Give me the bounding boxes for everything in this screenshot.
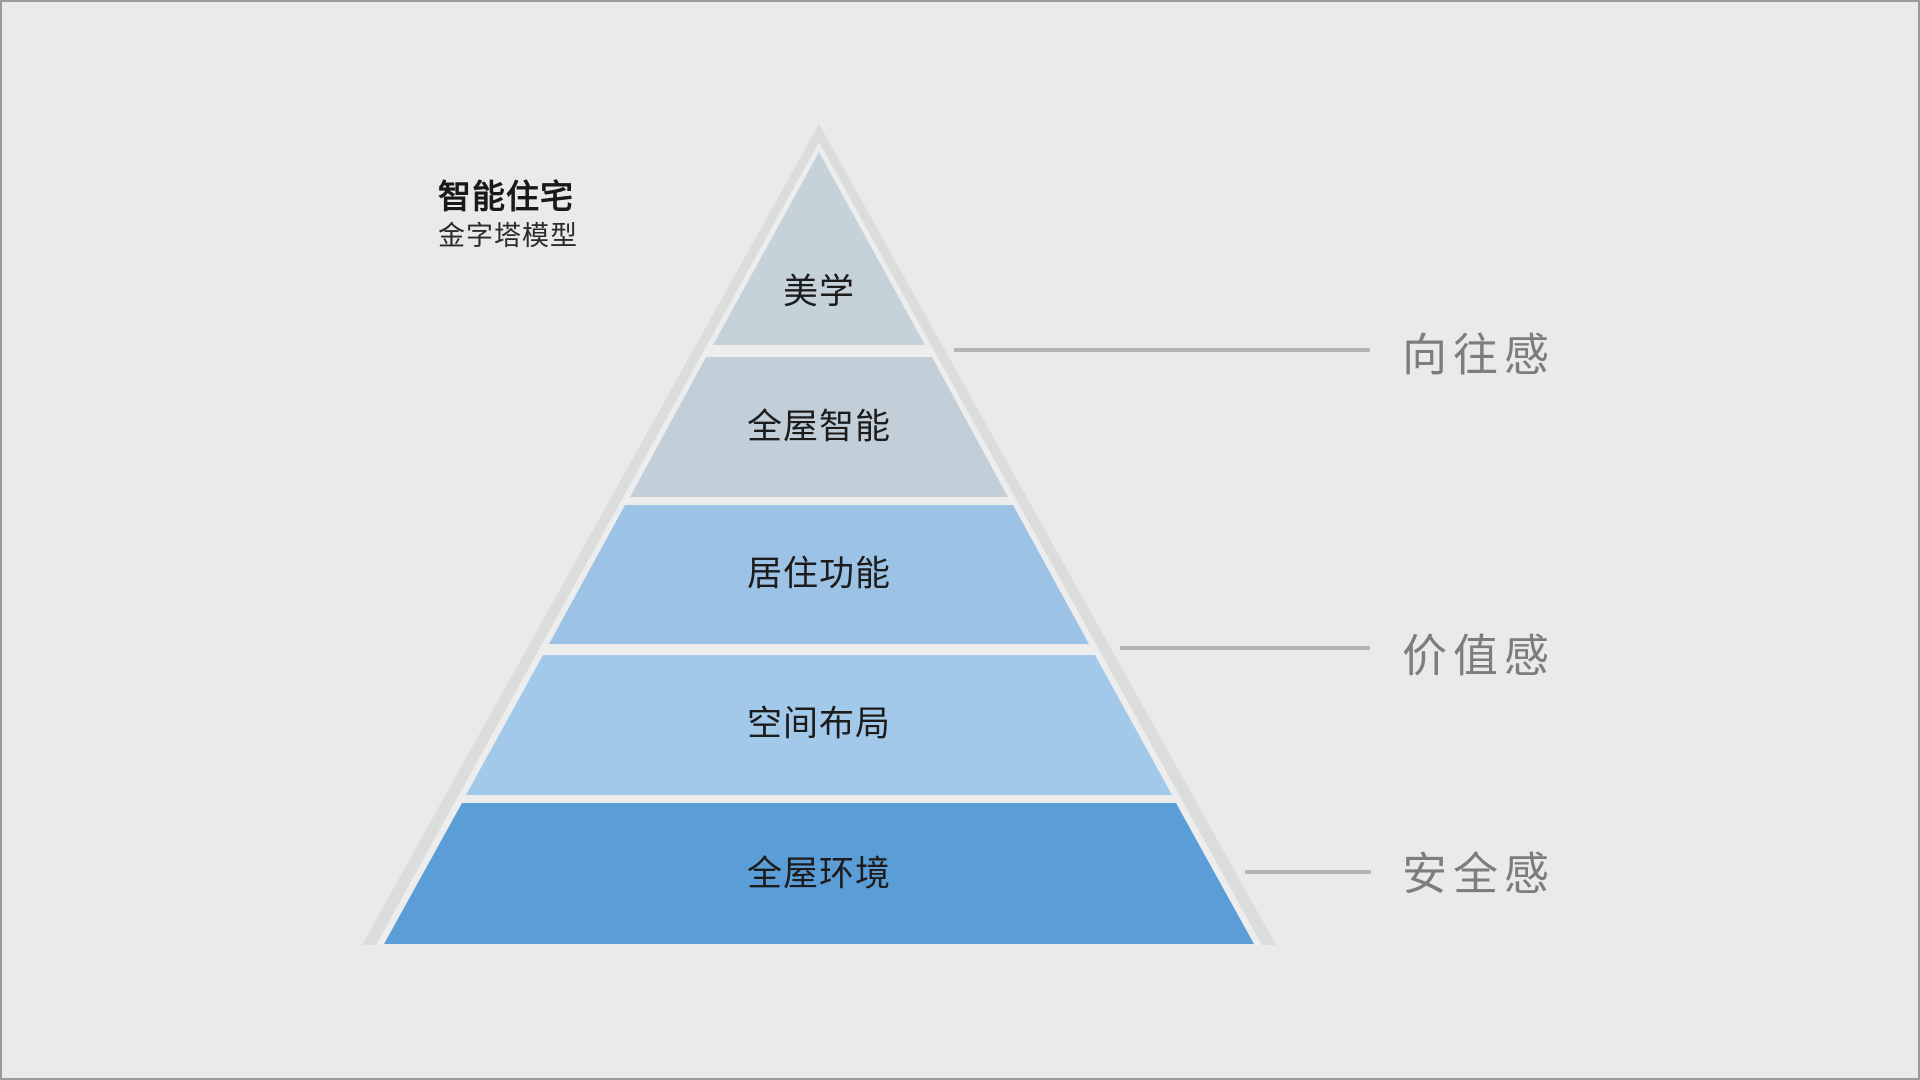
title-block: 智能住宅 金字塔模型 [438,180,578,250]
pyramid-level-4 [466,655,1172,795]
pyramid-level-4-label: 空间布局 [747,705,891,744]
page-title: 智能住宅 [438,178,574,215]
pyramid-level-5 [384,803,1254,944]
pyramid-level-5-label: 全屋环境 [747,855,891,894]
pyramid-level-1 [713,152,925,345]
pyramid-level-1-label: 美学 [783,273,855,312]
pyramid-level-3 [549,505,1089,644]
annotation-label-2: 价值感 [1402,631,1555,682]
page-subtitle: 金字塔模型 [438,221,578,251]
annotation-label-1: 向往感 [1402,330,1555,381]
pyramid-level-2 [630,357,1008,497]
pyramid-level-3-label: 居住功能 [747,555,891,594]
pyramid-level-2-label: 全屋智能 [747,408,891,447]
annotation-label-3: 安全感 [1402,849,1555,900]
